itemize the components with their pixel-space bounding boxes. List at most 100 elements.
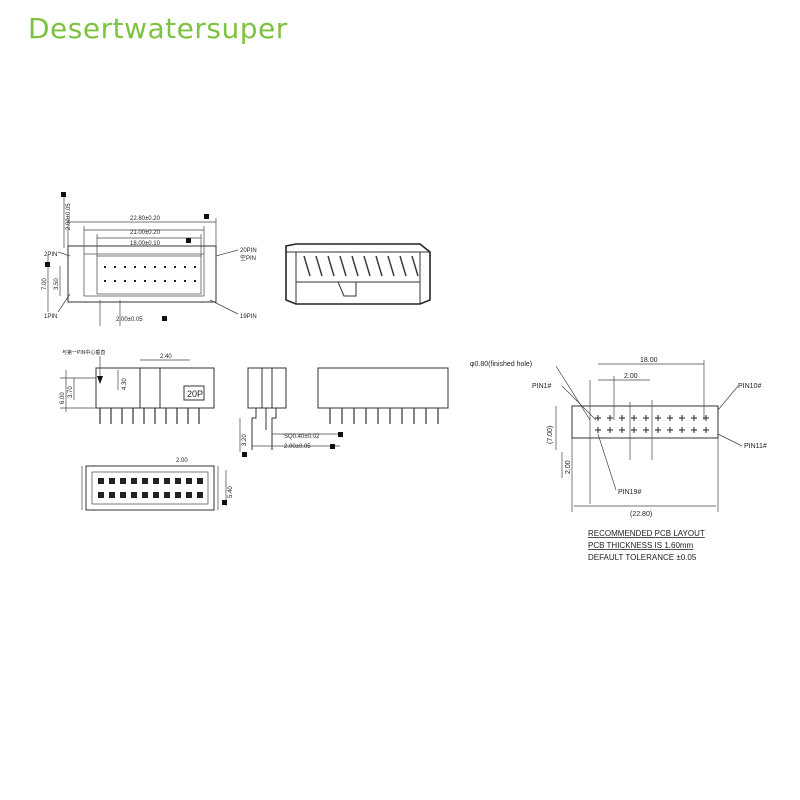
hole xyxy=(164,492,170,498)
pin-dot xyxy=(134,266,136,268)
pin-dot xyxy=(104,280,106,282)
side-view-pins xyxy=(99,408,200,424)
dim-700: (7.00) xyxy=(547,426,554,444)
dim-200: 2.00 xyxy=(624,373,638,380)
hole xyxy=(120,478,126,484)
hole xyxy=(109,492,115,498)
pin-line xyxy=(303,255,311,277)
hole xyxy=(131,492,137,498)
pin-line xyxy=(411,255,419,277)
pin-dot xyxy=(104,266,106,268)
dim-pitch: 2.00±0.05 xyxy=(116,317,143,323)
dim-430: 4.30 xyxy=(122,378,128,390)
pcb-caption-3: DEFAULT TOLERANCE ±0.05 xyxy=(588,553,697,562)
datum-marker xyxy=(45,262,50,267)
hole xyxy=(186,478,192,484)
isometric-pins xyxy=(303,255,419,277)
pin-line xyxy=(327,255,335,277)
pin1-label: 1PIN xyxy=(44,314,57,320)
hole xyxy=(197,478,203,484)
pcb-pin10: PIN10# xyxy=(738,383,761,390)
datum-marker xyxy=(204,214,209,219)
pin-dot xyxy=(164,266,166,268)
isometric-view xyxy=(285,243,431,305)
dim-370: 3.70 xyxy=(68,386,74,398)
pin2-label: 2PIN xyxy=(44,252,57,258)
dim-600: 6.00 xyxy=(60,392,66,404)
front-view-pins xyxy=(329,408,439,424)
hole xyxy=(142,478,148,484)
pin19-label: 19PIN xyxy=(240,314,257,320)
pcb-pin1: PIN1# xyxy=(532,383,552,390)
pin-dot xyxy=(144,280,146,282)
datum-marker xyxy=(186,238,191,243)
pcb-pin11: PIN11# xyxy=(744,443,767,450)
side-note: 与第一PIN中心垂直 xyxy=(62,349,105,356)
hole xyxy=(175,478,181,484)
dim-bottom-top: 2.00 xyxy=(176,458,188,464)
dim-inner: 18.00±0.10 xyxy=(130,241,161,247)
dim-18: 18.00 xyxy=(640,357,658,364)
pin-line xyxy=(315,255,323,277)
hole xyxy=(186,492,192,498)
pin-dot xyxy=(174,266,176,268)
hole-note: φ0.80(finished hole) xyxy=(470,361,532,368)
dim-200v: 2.00 xyxy=(565,460,572,474)
hole xyxy=(98,492,104,498)
side-view: 与第一PIN中心垂直 2.40 20P 4.30 6.00 3.70 xyxy=(60,349,215,424)
pin-dot xyxy=(164,280,166,282)
pin-line xyxy=(363,255,371,277)
pcb-pin19: PIN19# xyxy=(618,489,641,496)
pin-dot xyxy=(194,266,196,268)
datum-marker xyxy=(61,192,66,197)
bottom-view: 2.00 5.40 xyxy=(81,458,234,511)
hole xyxy=(175,492,181,498)
dim-2280: (22.80) xyxy=(630,511,652,518)
hole xyxy=(109,478,115,484)
bottom-view-holes xyxy=(98,478,203,498)
dim-left-outer: 7.00 xyxy=(42,278,48,290)
pin-dot xyxy=(124,266,126,268)
pin-dot xyxy=(144,266,146,268)
dim-side-top: 2.00±0.05 xyxy=(66,203,72,230)
pcb-caption-1: RECOMMENDED PCB LAYOUT xyxy=(588,529,705,538)
pin-line xyxy=(399,255,407,277)
hole xyxy=(153,478,159,484)
hole xyxy=(164,478,170,484)
dim-overall: 22.80±0.20 xyxy=(130,216,161,222)
dim-bottom-side: 5.40 xyxy=(228,486,234,498)
pin-line xyxy=(387,255,395,277)
pin-dot xyxy=(184,280,186,282)
datum-marker xyxy=(162,316,167,321)
dim-left-inner: 3.50 xyxy=(54,278,60,290)
pcb-caption-2: PCB THICKNESS IS 1.60mm xyxy=(588,541,694,550)
pin20-note: 空PIN xyxy=(240,254,256,262)
pin-line xyxy=(375,255,383,277)
brand-title: Desertwatersuper xyxy=(28,12,288,45)
hole xyxy=(98,478,104,484)
top-view-pins xyxy=(104,266,196,282)
pin-dot xyxy=(124,280,126,282)
hole xyxy=(142,492,148,498)
dim-pin-sq: SQ0.40±0.02 xyxy=(284,434,320,440)
dim-mid: 21.00±0.20 xyxy=(130,230,161,236)
pin-dot xyxy=(154,280,156,282)
pin-dot xyxy=(184,266,186,268)
marking-20p: 20P xyxy=(187,389,203,399)
dim-320: 3.20 xyxy=(242,434,248,446)
pin-line xyxy=(339,255,347,277)
top-view: 22.80±0.20 21.00±0.20 18.00±0.10 2.00±0.… xyxy=(42,192,257,326)
pin-dot xyxy=(174,280,176,282)
pcb-holes xyxy=(595,415,709,433)
pin-line xyxy=(351,255,359,277)
hole xyxy=(197,492,203,498)
pcb-layout: φ0.80(finished hole) 18.00 2.00 PIN1# PI… xyxy=(470,357,767,562)
pin-dot xyxy=(134,280,136,282)
dim-240: 2.40 xyxy=(160,354,172,360)
dim-pitch2: 2.00±0.05 xyxy=(284,444,311,450)
pin20-label: 20PIN xyxy=(240,248,257,254)
hole xyxy=(153,492,159,498)
hole xyxy=(120,492,126,498)
pin-dot xyxy=(114,266,116,268)
